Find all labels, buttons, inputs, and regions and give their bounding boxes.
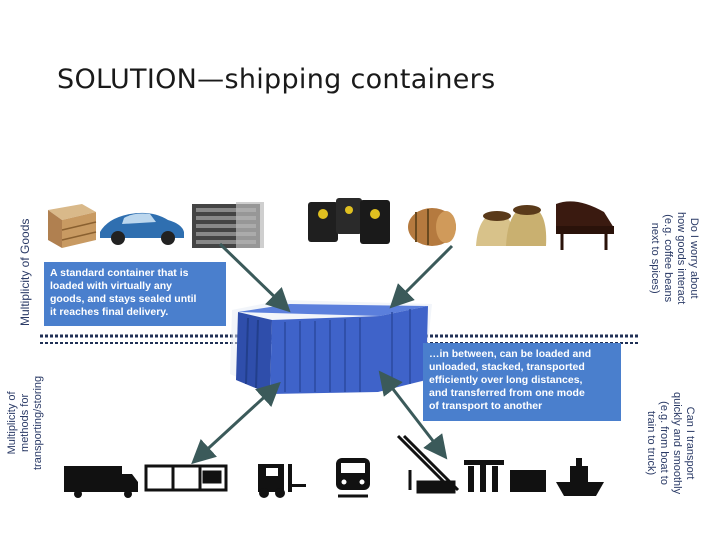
box-text-line: of transport to another (429, 400, 543, 412)
rail-flatcar-icon (144, 464, 228, 492)
wooden-barrel-icon (408, 208, 456, 246)
port-cranes-icon (464, 460, 546, 492)
arrow-goods-left (218, 242, 291, 313)
crane-icon (396, 434, 460, 494)
standard-container-box: A standard container that is loaded with… (44, 262, 226, 326)
left-bottom-label: Multiplicity of methods for transporting… (6, 376, 45, 470)
truck-icon (64, 466, 138, 498)
arrow-transport-left (191, 381, 281, 465)
arrow-goods-right (389, 244, 454, 309)
slide-title: SOLUTION—shipping containers (57, 64, 496, 95)
in-between-box: …in between, can be loaded and unloaded,… (423, 343, 621, 421)
right-bottom-label: Can I transport quickly and smoothly (e.… (644, 392, 696, 494)
left-top-label: Multiplicity of Goods (18, 218, 32, 326)
right-bottom-line: quickly and smoothly (671, 392, 683, 495)
right-bottom-line: Can I transport (684, 406, 696, 480)
left-bottom-line: Multiplicity of (6, 391, 18, 455)
box-text-line: efficiently over long distances, (429, 374, 583, 386)
box-text-line: …in between, can be loaded and (429, 348, 592, 360)
oil-barrels-icon (308, 198, 390, 244)
right-top-line: how goods interact (675, 212, 687, 305)
left-bottom-line: methods for (19, 393, 31, 452)
box-text-line: it reaches final delivery. (50, 306, 169, 318)
coffee-sacks-icon (476, 205, 547, 246)
grand-piano-icon (556, 201, 614, 250)
right-bottom-line: train to truck) (645, 410, 657, 476)
electronics-rack-icon (192, 202, 264, 248)
ship-icon (556, 458, 604, 496)
box-text-line: loaded with virtually any (50, 280, 172, 292)
shipping-container (230, 300, 432, 394)
sports-car-icon (100, 212, 184, 245)
forklift-icon (258, 464, 306, 498)
box-text-line: unloaded, stacked, transported (429, 361, 585, 373)
right-top-line: next to spices) (649, 222, 661, 294)
right-top-line: Do I worry about (688, 217, 700, 299)
wooden-crate-icon (48, 204, 97, 248)
arrow-transport-right (378, 370, 448, 460)
right-top-line: (e.g. coffee beans (662, 214, 674, 303)
box-text-line: goods, and stays sealed until (50, 293, 197, 305)
right-bottom-line: (e.g. from boat to (658, 401, 670, 485)
box-text-line: A standard container that is (50, 267, 189, 279)
box-text-line: and transferred from one mode (429, 387, 585, 399)
left-bottom-line: transporting/storing (32, 375, 44, 470)
train-icon (336, 458, 370, 498)
right-top-label: Do I worry about how goods interact (e.g… (648, 212, 700, 304)
